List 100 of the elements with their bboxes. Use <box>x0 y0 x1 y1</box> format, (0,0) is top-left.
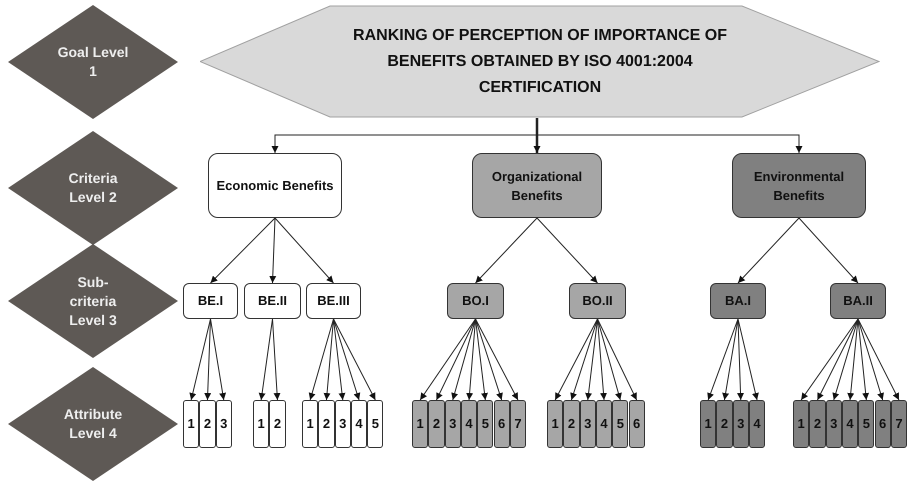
attribute-number: 1 <box>798 415 805 434</box>
arrow <box>597 318 638 400</box>
attribute-box <box>612 400 628 448</box>
attribute-box <box>216 400 232 448</box>
arrow <box>475 318 488 400</box>
attribute-number: 1 <box>552 415 559 434</box>
arrow <box>272 318 281 400</box>
arrow <box>536 218 598 284</box>
arrow <box>258 318 273 400</box>
sub-criteria-box <box>830 283 886 319</box>
arrow <box>737 318 744 400</box>
attribute-box <box>716 400 733 448</box>
arrow <box>847 318 858 400</box>
attribute-box <box>269 400 286 448</box>
arrow <box>475 318 518 400</box>
attribute-box <box>494 400 510 448</box>
arrow <box>308 318 334 400</box>
sub-criteria-box <box>306 283 361 319</box>
arrow <box>475 218 538 284</box>
arrow <box>466 318 476 400</box>
attribute-box <box>302 400 318 448</box>
attribute-number: 4 <box>753 415 761 434</box>
arrow <box>189 318 211 400</box>
sub-criteria-label: BE.I <box>198 292 224 310</box>
arrow <box>738 218 800 284</box>
arrow <box>274 218 334 284</box>
sub-criteria-box <box>710 283 766 319</box>
arrow <box>436 318 476 400</box>
attribute-box <box>826 400 842 448</box>
attribute-number: 1 <box>188 415 195 434</box>
arrow <box>333 318 346 400</box>
attribute-number: 2 <box>568 415 576 434</box>
arrow <box>707 318 738 400</box>
attribute-number: 7 <box>514 415 522 434</box>
attribute-box <box>444 400 461 448</box>
attribute-box <box>253 400 270 448</box>
sub-criteria-label: BO.II <box>582 292 613 310</box>
attribute-number: 4 <box>355 415 363 434</box>
attribute-box <box>580 400 596 448</box>
arrow <box>536 118 802 154</box>
attribute-number: 3 <box>339 415 346 434</box>
attribute-number: 6 <box>879 415 886 434</box>
arrow <box>722 318 738 400</box>
attribute-box <box>412 400 428 448</box>
arrow <box>333 318 376 400</box>
arrow <box>324 318 334 400</box>
attribute-number: 6 <box>633 415 640 434</box>
attribute-box <box>874 400 891 448</box>
sub-criteria-box <box>447 283 504 319</box>
attribute-number: 1 <box>258 415 265 434</box>
attribute-number: 2 <box>814 415 822 434</box>
attribute-box <box>748 400 766 448</box>
attribute-number: 2 <box>720 415 728 434</box>
arrow <box>204 318 212 400</box>
attribute-number: 2 <box>432 415 440 434</box>
attribute-box <box>199 400 216 448</box>
sub-criteria-label: BA.II <box>843 292 873 310</box>
attribute-box <box>510 400 526 448</box>
arrow <box>269 218 276 284</box>
attribute-number: 1 <box>306 415 314 434</box>
attribute-box <box>858 400 874 448</box>
criteria-box <box>208 153 342 218</box>
arrow <box>800 318 858 400</box>
attribute-box <box>547 400 564 448</box>
sub-criteria-box <box>183 283 238 319</box>
attribute-number: 7 <box>895 415 903 434</box>
sub-criteria-label: BA.I <box>725 292 751 310</box>
arrow <box>798 218 858 284</box>
arrow <box>333 318 360 400</box>
attribute-box <box>628 400 645 448</box>
criteria-box <box>732 153 866 218</box>
attribute-number: 5 <box>616 415 624 434</box>
attribute-number: 1 <box>704 415 712 434</box>
attribute-box <box>563 400 580 448</box>
arrow <box>534 118 540 153</box>
attribute-number: 3 <box>584 415 592 434</box>
attribute-number: 4 <box>846 415 854 434</box>
attribute-box <box>890 400 908 448</box>
attribute-box <box>318 400 335 448</box>
sub-criteria-label: BE.II <box>258 292 287 310</box>
level-label: Criteria Level 2 <box>67 169 119 207</box>
attribute-box <box>367 400 384 448</box>
sub-criteria-label: BE.III <box>317 292 350 310</box>
level-label: Attribute Level 4 <box>62 405 124 443</box>
attribute-box <box>334 400 351 448</box>
arrow <box>597 318 622 400</box>
arrow <box>858 318 900 400</box>
attribute-number: 3 <box>449 415 456 434</box>
arrow <box>816 318 858 400</box>
arrow <box>858 318 870 400</box>
sub-criteria-box <box>244 283 301 319</box>
attribute-number: 6 <box>498 415 506 434</box>
attribute-box <box>596 400 612 448</box>
arrow <box>585 318 598 400</box>
arrow <box>858 318 884 400</box>
attribute-box <box>428 400 445 448</box>
attribute-number: 4 <box>600 415 608 434</box>
sub-criteria-box <box>569 283 626 319</box>
arrow <box>597 318 607 400</box>
arrow <box>832 318 858 400</box>
